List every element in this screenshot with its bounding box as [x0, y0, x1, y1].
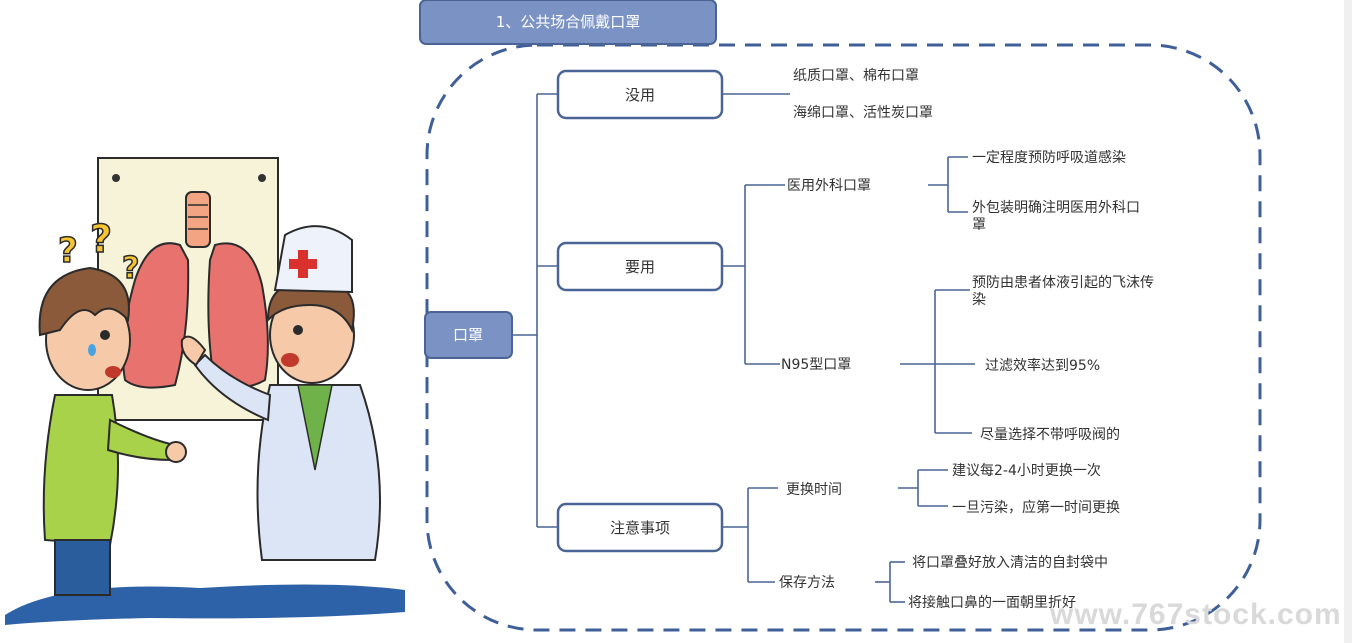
leaf-replace-1: 建议每2-4小时更换一次 [952, 462, 1101, 479]
root-label: 口罩 [453, 326, 483, 344]
title-banner: 1、公共场合佩戴口罩 [419, 0, 717, 45]
connector-lines [512, 93, 975, 603]
dashed-frame [425, 43, 1262, 632]
leaf-sponge-mask: 海绵口罩、活性炭口罩 [793, 104, 933, 121]
leaf-paper-mask: 纸质口罩、棉布口罩 [793, 67, 919, 84]
svg-text:?: ? [58, 231, 78, 271]
patient-figure [38, 266, 187, 596]
subnode-replace-time: 更换时间 [786, 481, 842, 498]
doctor-patient-illustration: ? ? ? [5, 157, 405, 625]
question-mark-icon: ? ? ? [57, 216, 140, 287]
svg-text:?: ? [90, 217, 112, 261]
leaf-storage-2: 将接触口鼻的一面朝里折好 [908, 594, 1076, 611]
leaf-n95-1: 预防由患者体液引起的飞沫传 染 [972, 275, 1158, 308]
subnode-storage-method: 保存方法 [779, 575, 835, 591]
branch-label: 没用 [625, 86, 655, 104]
root-node: 口罩 [424, 311, 513, 359]
branch-label: 要用 [625, 258, 655, 276]
red-cross-icon [289, 250, 317, 278]
watermark-text: www.767stock.com [1050, 598, 1342, 631]
branch-node-useless: 没用 [556, 69, 724, 120]
subnode-n95-mask: N95型口罩 [781, 357, 851, 373]
leaf-surgical-1: 一定程度预防呼吸道感染 [972, 149, 1126, 166]
doctor-figure [180, 225, 381, 561]
subnode-surgical-mask: 医用外科口罩 [787, 178, 871, 194]
leaf-text-continuation: 罩 [972, 217, 986, 233]
leaf-replace-2: 一旦污染，应第一时间更换 [952, 499, 1120, 516]
leaf-n95-3: 尽量选择不带呼吸阀的 [980, 427, 1120, 443]
branch-label: 注意事项 [610, 519, 670, 537]
leaf-n95-2: 过滤效率达到95% [985, 357, 1100, 374]
leaf-storage-1: 将口罩叠好放入清洁的自封袋中 [912, 555, 1108, 571]
branch-node-notes: 注意事项 [556, 502, 724, 553]
svg-text:?: ? [122, 251, 139, 286]
scrollbar-track [1344, 0, 1352, 643]
leaf-surgical-2: 外包装明确注明医用外科口 罩 [972, 200, 1144, 233]
leaf-text-continuation: 染 [972, 292, 986, 308]
title-text: 1、公共场合佩戴口罩 [496, 13, 641, 31]
branch-node-needed: 要用 [556, 241, 724, 292]
